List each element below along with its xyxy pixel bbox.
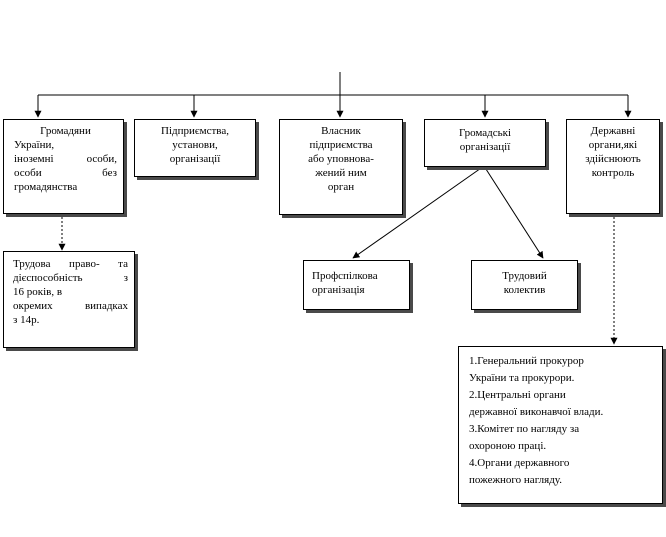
citizens-line-5: громадянства [14, 181, 78, 193]
labour-collective-line-1: Трудовий [502, 270, 547, 282]
owner-line-2: підприємства [309, 139, 373, 151]
state-bodies-line-1: Державні [590, 125, 636, 137]
control-list-line-5: 3.Комітет по нагляду за [469, 423, 580, 435]
enterprises-line-3: організації [169, 153, 221, 165]
control-list-line-8: пожежного нагляду. [469, 474, 562, 486]
owner-line-4: жений ним [315, 167, 367, 179]
citizens-line-3: іноземні особи, [14, 153, 117, 165]
enterprises-line-1: Підприємства, [161, 125, 229, 137]
state-bodies-box: Державні органи,які здійснюють контроль [566, 119, 660, 214]
owner-line-1: Власник [321, 125, 361, 137]
trade-union-box: Профспілкова організація [303, 260, 410, 310]
owner-line-3: або уповнова- [308, 153, 374, 165]
owner-line-5: орган [327, 181, 355, 193]
control-list-box: 1.Генеральний прокурор України та прокур… [458, 346, 663, 504]
enterprises-box: Підприємства, установи, організації [134, 119, 256, 177]
public-orgs-line-2: організації [459, 141, 511, 153]
citizens-box: Громадяни України, іноземні особи, особи… [3, 119, 124, 214]
capacity-line-2: дієспособність з [13, 272, 128, 284]
control-list-line-3: 2.Центральні органи [469, 389, 566, 401]
capacity-line-4: окремих випадках [13, 300, 128, 312]
state-bodies-line-3: здійснюють [585, 153, 641, 165]
capacity-box: Трудова право- та дієспособність з 16 ро… [3, 251, 135, 348]
control-list-line-1: 1.Генеральний прокурор [469, 355, 584, 367]
public-orgs-line-1: Громадські [458, 127, 512, 139]
control-list-line-6: охороною праці. [469, 440, 547, 452]
enterprises-line-2: установи, [172, 139, 218, 151]
state-bodies-line-2: органи,які [588, 139, 638, 151]
arrow-to-labour-collective [483, 165, 544, 259]
capacity-line-1: Трудова право- та [13, 258, 128, 270]
control-list-line-2: України та прокурори. [469, 372, 575, 384]
trade-union-line-1: Профспілкова [312, 270, 378, 282]
citizens-line-1: Громадяни [40, 125, 91, 137]
public-orgs-box: Громадські організації [424, 119, 546, 167]
labour-collective-box: Трудовий колектив [471, 260, 578, 310]
trade-union-line-2: організація [312, 284, 365, 296]
labour-collective-line-2: колектив [503, 284, 546, 296]
owner-box: Власник підприємства або уповнова- жений… [279, 119, 403, 215]
control-list-line-7: 4.Органи державного [469, 457, 570, 469]
capacity-line-3: 16 років, в [13, 286, 63, 298]
control-list-line-4: державної виконавчої влади. [469, 406, 604, 418]
capacity-line-5: з 14р. [13, 314, 40, 326]
citizens-line-2: України, [14, 139, 55, 151]
state-bodies-line-4: контроль [591, 167, 635, 179]
citizens-line-4: особи без [14, 167, 117, 179]
arrow-to-trade-union [352, 165, 485, 259]
